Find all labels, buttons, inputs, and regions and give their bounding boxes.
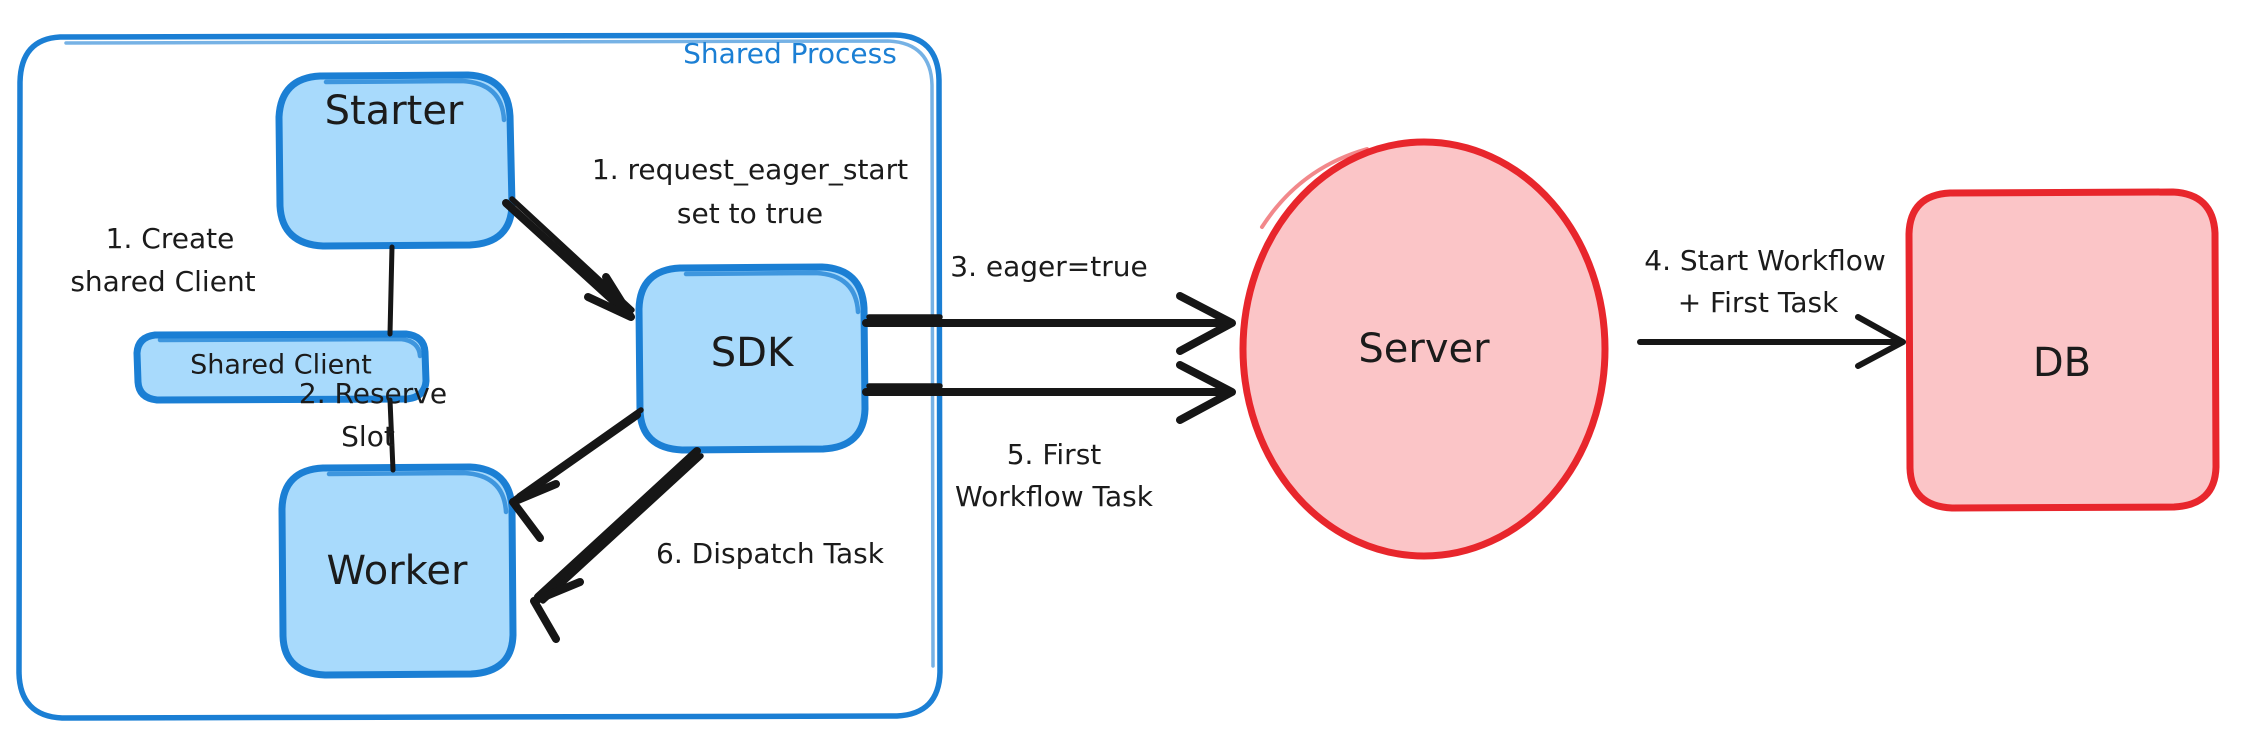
worker-outline-sketch [326,470,509,515]
starter-label: Starter [325,88,464,134]
edge-dispatch-line [534,447,701,601]
sdk-outline-sketch [683,270,861,315]
starter-outline [275,71,516,250]
shared-process-border-sketch [64,39,935,668]
edge-first-workflow-task: 5. First Workflow Task [862,361,1236,513]
edge-reserve-arrowhead [509,480,560,542]
edge-label-eager-line2: set to true [677,197,823,230]
edge-eager-arrowhead [584,273,635,321]
sharedclient-to-worker-line [387,397,396,473]
edge-dispatch-arrowhead [530,578,584,643]
shared-client-fill [137,334,426,400]
sdk-fill [639,267,865,450]
server-fill [1243,142,1605,556]
edge-startwf-arrowhead [1855,314,1906,369]
server-outline [1239,138,1609,560]
starter-outline-sketch [323,78,507,123]
edge-firsttask-arrowhead [1176,361,1236,424]
edge-label-eager-line1: 1. request_eager_start [592,153,908,186]
worker-outline [278,463,517,679]
db-outline [1905,188,2220,512]
node-worker[interactable]: Worker [278,463,517,679]
edge-start-workflow: 4. Start Workflow + First Task [1637,244,1906,369]
edge-dispatch-line-sketch [540,453,704,604]
sdk-outline [635,263,869,454]
node-shared-client[interactable]: Shared Client [133,330,430,404]
shared-client-outline [133,330,430,404]
shared-process-border [16,32,943,721]
node-db[interactable]: DB [1905,188,2220,512]
server-outline-sketch [1260,147,1369,229]
edge-eager-line [502,199,633,319]
edge-dispatch-task: 6. Dispatch Task [530,447,885,643]
edge-label-startwf-line2: + First Task [1678,286,1839,319]
shared-process-group: Shared Process [16,32,943,721]
server-label: Server [1358,326,1490,372]
shared-process-title: Shared Process [683,37,897,70]
edge-eagertrue-arrowhead [1176,292,1236,355]
db-label: DB [2033,340,2091,386]
node-server[interactable]: Server [1239,138,1609,560]
edge-label-dispatch: 6. Dispatch Task [656,537,885,570]
edge-reserve-slot: 2. Reserve Slot [299,377,644,542]
edge-label-reserve-line1: 2. Reserve [299,377,447,410]
starter-to-sharedclient-line [387,244,395,337]
edge-label-create-line1: 1. Create [106,222,235,255]
node-starter[interactable]: Starter [275,71,516,250]
edge-label-firsttask-line1: 5. First [1007,438,1102,471]
edge-label-reserve-line2: Slot [341,420,395,453]
worker-label: Worker [327,548,468,594]
edge-create-shared-client: 1. Create shared Client [70,222,396,473]
shared-client-label: Shared Client [190,350,372,381]
edge-label-create-line2: shared Client [70,265,255,298]
edge-request-eager-start: 1. request_eager_start set to true [502,153,908,321]
edge-eager-true: 3. eager=true [862,250,1236,355]
node-sdk[interactable]: SDK [635,263,869,454]
sdk-label: SDK [711,330,795,376]
starter-fill [279,75,512,246]
edge-label-eagertrue: 3. eager=true [950,250,1147,283]
db-fill [1909,192,2216,508]
edge-label-firsttask-line2: Workflow Task [955,480,1154,513]
edge-label-startwf-line1: 4. Start Workflow [1644,244,1886,277]
shared-client-outline-sketch [157,336,423,359]
worker-fill [282,467,513,675]
edge-reserve-line-sketch [516,407,644,499]
